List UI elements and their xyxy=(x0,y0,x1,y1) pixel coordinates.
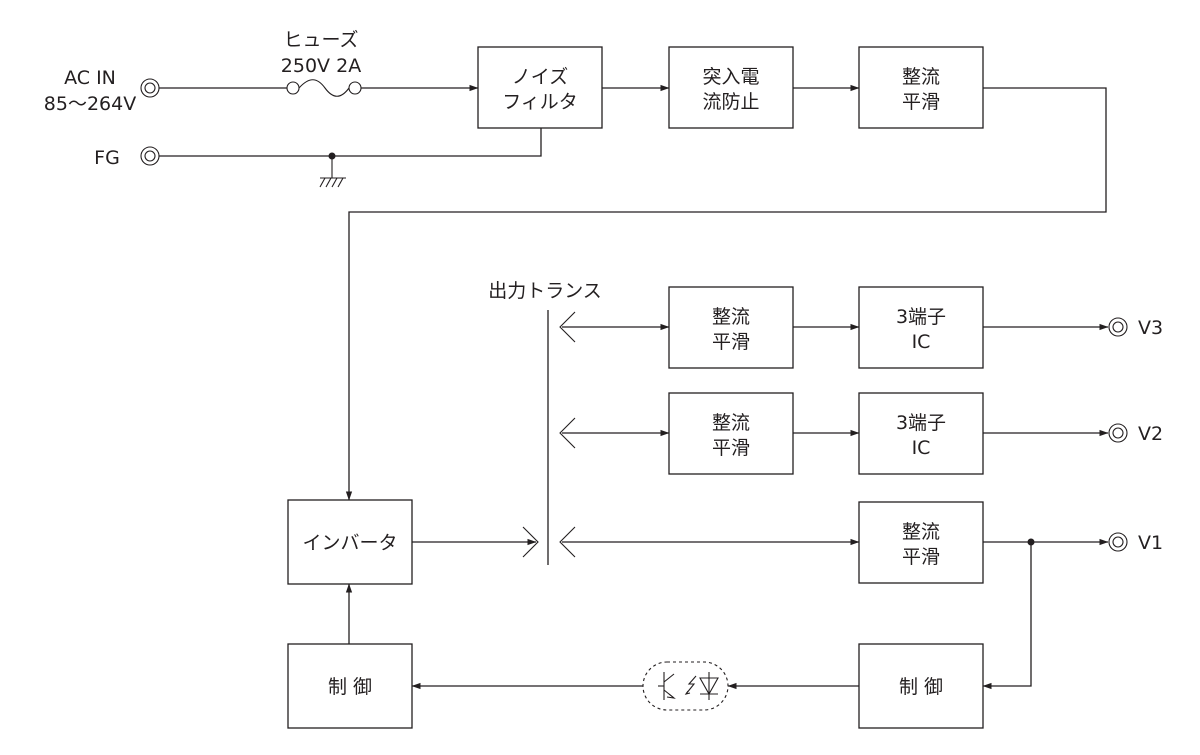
rectifier-top-label-1: 整流 xyxy=(902,66,940,88)
inverter-block: インバータ xyxy=(287,499,413,585)
output-transformer-icon xyxy=(522,310,576,565)
noise-filter-block: ノイズ フィルタ xyxy=(477,46,603,129)
rectifier-v2-label-1: 整流 xyxy=(712,412,750,434)
fg-label: FG xyxy=(94,147,120,169)
v1-feedback-wire xyxy=(982,542,1032,690)
fuse-rating-label: 250V 2A xyxy=(281,55,361,77)
ic-v3-label-2: IC xyxy=(912,331,931,353)
v3-terminal-icon xyxy=(1108,317,1128,337)
rectifier-v3-label-1: 整流 xyxy=(712,306,750,328)
rectifier-v2-block: 整流 平滑 xyxy=(668,392,794,475)
fuse-label: ヒューズ xyxy=(283,29,358,51)
ic-v2-label-1: 3端子 xyxy=(896,412,946,434)
ic-v3-block: 3端子 IC xyxy=(858,286,984,369)
rectifier-v2-label-2: 平滑 xyxy=(712,437,750,459)
control-left-label: 制 御 xyxy=(328,676,372,698)
ic-v2-block: 3端子 IC xyxy=(858,392,984,475)
rectifier-to-inverter-wire xyxy=(345,87,1107,501)
ic-v2-label-2: IC xyxy=(912,437,931,459)
control-right-block: 制 御 xyxy=(858,643,984,729)
control-left-block: 制 御 xyxy=(287,643,413,729)
ground-icon xyxy=(319,156,346,188)
inrush-prevention-block: 突入電 流防止 xyxy=(668,46,794,129)
v3-label: V3 xyxy=(1138,317,1163,339)
noise-filter-label-1: ノイズ xyxy=(512,66,568,88)
control-right-label: 制 御 xyxy=(899,676,943,698)
ac-in-terminal-icon xyxy=(140,78,160,98)
ac-in-label: AC IN xyxy=(64,67,116,89)
rectifier-v3-block: 整流 平滑 xyxy=(668,286,794,369)
photocoupler-icon xyxy=(642,661,729,711)
noise-filter-label-2: フィルタ xyxy=(502,91,578,113)
rectifier-v1-block: 整流 平滑 xyxy=(858,501,984,584)
v1-label: V1 xyxy=(1138,532,1163,554)
fg-wire xyxy=(159,128,542,157)
inrush-label-2: 流防止 xyxy=(702,91,759,113)
transformer-label: 出力トランス xyxy=(488,280,602,302)
rectifier-v3-label-2: 平滑 xyxy=(712,331,750,353)
v2-label: V2 xyxy=(1138,423,1163,445)
v1-terminal-icon xyxy=(1108,532,1128,552)
fuse-icon xyxy=(286,79,362,97)
inrush-label-1: 突入電 xyxy=(702,66,759,88)
rectifier-top-label-2: 平滑 xyxy=(902,91,940,113)
fg-terminal-icon xyxy=(140,146,160,166)
v2-terminal-icon xyxy=(1108,423,1128,443)
rectifier-v1-label-1: 整流 xyxy=(902,521,940,543)
rectifier-top-block: 整流 平滑 xyxy=(858,46,984,129)
inverter-label: インバータ xyxy=(302,532,397,554)
rectifier-v1-label-2: 平滑 xyxy=(902,546,940,568)
ic-v3-label-1: 3端子 xyxy=(896,306,946,328)
ac-voltage-label: 85～264V xyxy=(44,93,136,115)
